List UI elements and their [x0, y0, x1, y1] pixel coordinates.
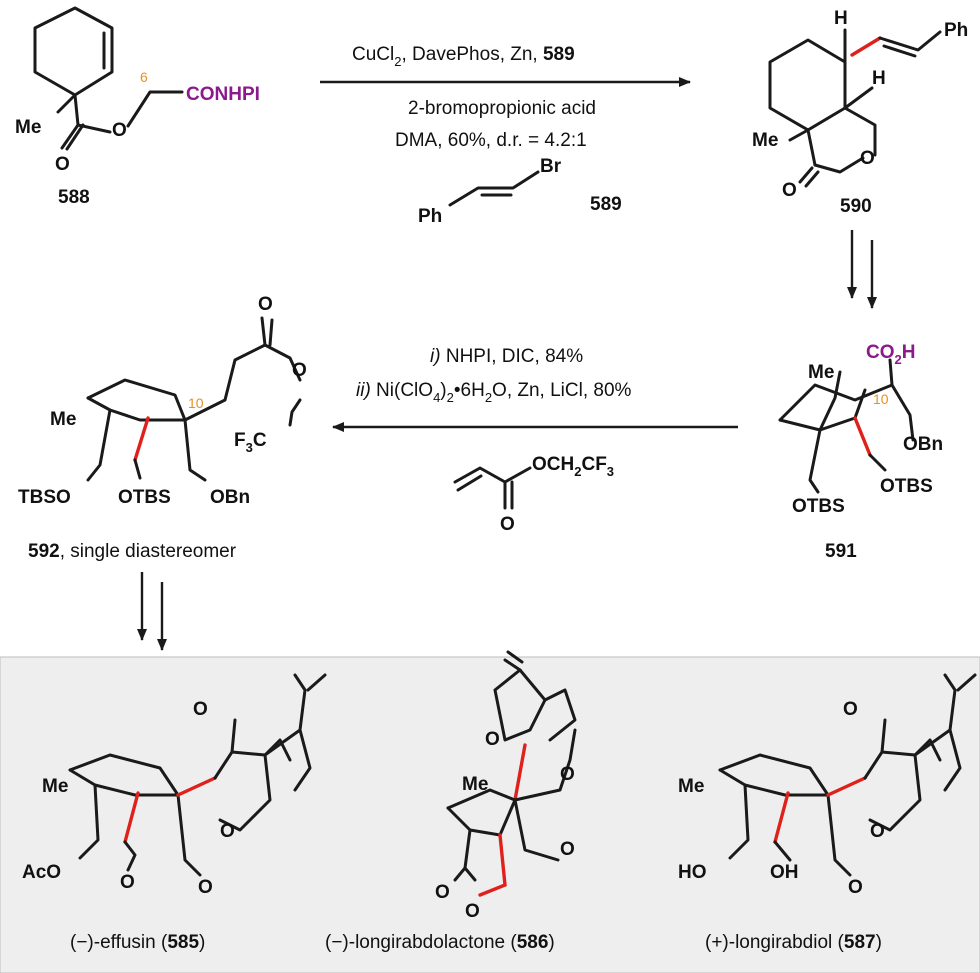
compound-592: O O F3C Me 10 TBSO OTBS OBn 592, single … [18, 294, 307, 562]
hydrogen-label-2: H [872, 68, 886, 89]
acrylate-carbonyl-oxygen: O [500, 514, 515, 535]
obn-label: OBn [903, 434, 943, 455]
compound-number-591: 591 [825, 541, 857, 562]
hydrogen-label-1: H [834, 8, 848, 29]
step-2-conditions: ii) Ni(ClO4)2•6H2O, Zn, LiCl, 80% [356, 380, 632, 405]
phenyl-label: Ph [944, 20, 968, 41]
methyl-label: Me [42, 776, 68, 797]
downward-arrows-2 [137, 572, 167, 651]
product-name-586: (−)-longirabdolactone (586) [325, 932, 555, 953]
otbs-label-1: OTBS [880, 476, 933, 497]
compound-591: Me CO2H 10 OBn OTBS OTBS 591 [778, 342, 943, 562]
otbs-label-2: OTBS [792, 496, 845, 517]
top-reaction: CuCl2, DavePhos, Zn, 589 2-bromopropioni… [320, 44, 691, 227]
product-name-587: (+)-longirabdiol (587) [705, 932, 882, 953]
ketone-oxygen: O [485, 729, 500, 750]
lactone-oxygen-2: O [465, 901, 480, 922]
lactone-carbonyl-oxygen: O [560, 764, 575, 785]
lactone-oxygen: O [198, 877, 213, 898]
lactone-carbonyl-oxygen-2: O [435, 882, 450, 903]
ketone-oxygen: O [193, 699, 208, 720]
products-panel [0, 656, 980, 973]
carboxylic-acid-group: CO2H [866, 342, 915, 367]
lactone-oxygen-1: O [560, 839, 575, 860]
trifluoromethyl-group: F3C [234, 430, 267, 455]
tbso-label: TBSO [18, 487, 71, 508]
step-1-conditions: i) NHPI, DIC, 84% [430, 346, 583, 367]
compound-590: H H Ph Me O O 590 [752, 8, 968, 217]
otbs-label: OTBS [118, 487, 171, 508]
carbonyl-oxygen-label: O [258, 294, 273, 315]
conhpi-group: CONHPI [186, 84, 260, 105]
methyl-label: Me [15, 117, 41, 138]
product-585: Me AcO O O O O (−)-effusin (585) [22, 673, 327, 953]
acrylate-ester-group: OCH2CF3 [532, 454, 614, 479]
aldehyde-oxygen: O [120, 872, 135, 893]
acetoxy-label: AcO [22, 862, 61, 883]
reagent-phenyl: Ph [418, 206, 442, 227]
compound-number-590: 590 [840, 196, 872, 217]
hydroxyl-label-1: HO [678, 862, 707, 883]
methyl-label: Me [808, 362, 834, 383]
ester-oxygen-label: O [292, 360, 307, 381]
lactone-oxygen: O [848, 877, 863, 898]
compound-588: Me O O 6 CONHPI 588 [15, 6, 260, 208]
ketone-oxygen: O [843, 699, 858, 720]
position-number: 10 [873, 391, 889, 407]
conditions-line-3: DMA, 60%, d.r. = 4.2:1 [395, 130, 587, 151]
position-number: 10 [188, 395, 204, 411]
methyl-label: Me [462, 774, 488, 795]
position-number: 6 [140, 69, 148, 85]
product-587: Me HO OH O O O (+)-longirabdiol (587) [678, 673, 977, 953]
product-name-585: (−)-effusin (585) [70, 932, 205, 953]
lactone-carbonyl-oxygen: O [870, 821, 885, 842]
conditions-line-1: CuCl2, DavePhos, Zn, 589 [352, 44, 575, 69]
methyl-label: Me [50, 409, 76, 430]
methyl-label: Me [752, 130, 778, 151]
downward-arrows-1 [847, 230, 877, 309]
ring-oxygen-label: O [860, 148, 875, 169]
reagent-bromine: Br [540, 156, 562, 177]
product-586: O O O Me O O (−)-longirabdolactone (586) [325, 650, 577, 953]
compound-caption-592: 592, single diastereomer [28, 541, 237, 562]
lactone-carbonyl-oxygen: O [220, 821, 235, 842]
reagent-number-589: 589 [590, 194, 622, 215]
conditions-line-2: 2-bromopropionic acid [408, 98, 596, 119]
carbonyl-oxygen-label: O [782, 180, 797, 201]
hydroxyl-label-2: OH [770, 862, 799, 883]
obn-label: OBn [210, 487, 250, 508]
middle-reaction: i) NHPI, DIC, 84% ii) Ni(ClO4)2•6H2O, Zn… [332, 346, 738, 535]
methyl-label: Me [678, 776, 704, 797]
carbonyl-oxygen-label: O [55, 154, 70, 175]
compound-number-588: 588 [58, 187, 90, 208]
ester-oxygen-label: O [112, 120, 127, 141]
